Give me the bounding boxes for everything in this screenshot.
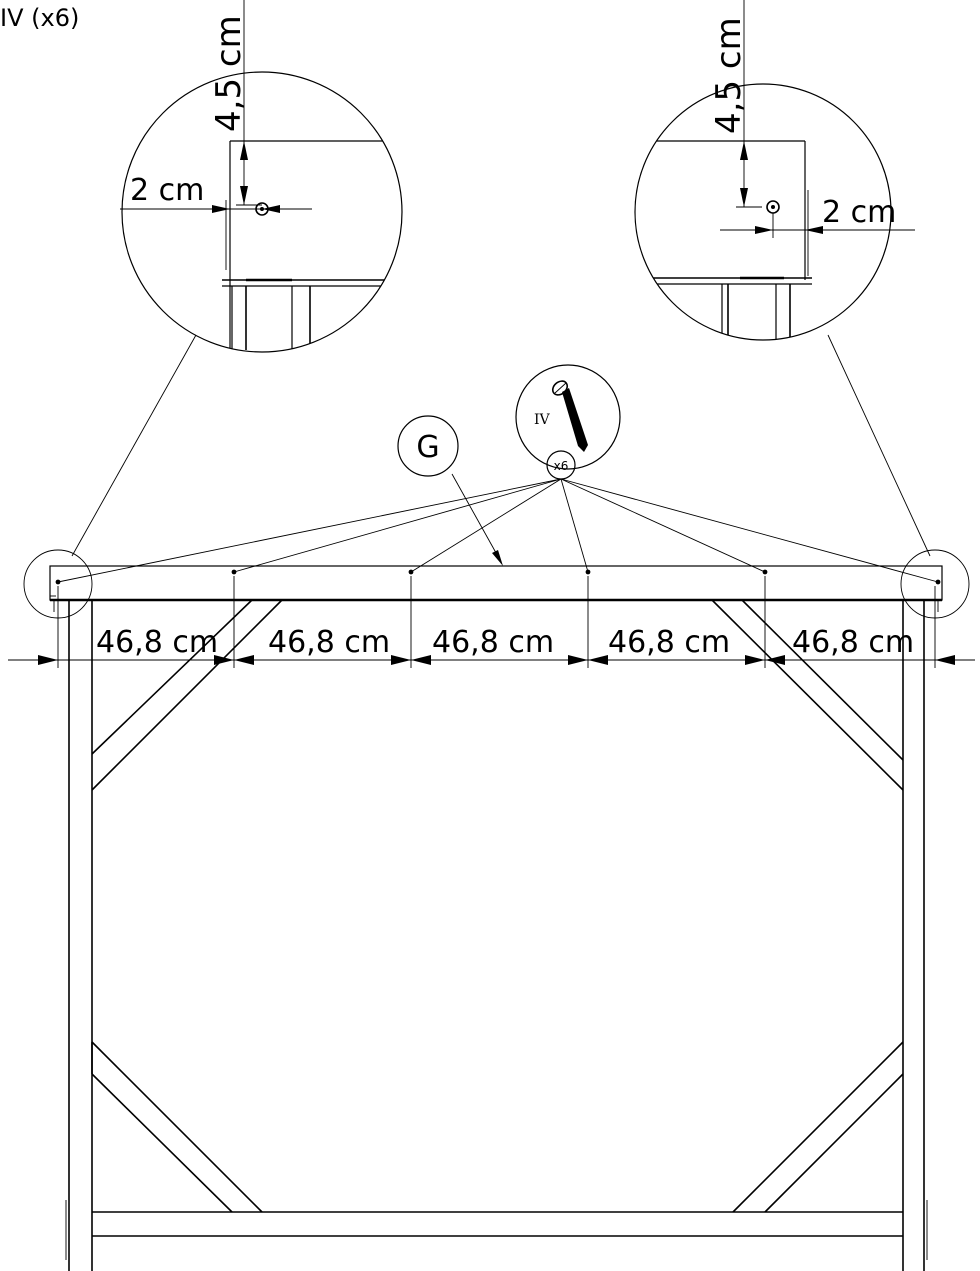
detail-left-vertical-dim: 4,5 cm: [209, 15, 249, 132]
part-label-text: G: [416, 430, 439, 465]
screw-callout-label: IV: [534, 412, 551, 428]
detail-right: 4,5 cm 2 cm: [634, 0, 931, 557]
spacing-label: 46,8 cm: [268, 625, 390, 660]
screw-count-badge: x6: [554, 459, 569, 473]
spacing-label: 46,8 cm: [608, 625, 730, 660]
screw-point: [935, 579, 941, 585]
spacing-label: 46,8 cm: [792, 625, 914, 660]
main-frame: [23, 549, 970, 1271]
screw-point: [55, 579, 61, 585]
screw-point: [762, 569, 768, 575]
spacing-label: 46,8 cm: [96, 625, 218, 660]
screw-callout: IV x6: [57, 364, 939, 583]
spacing-dimensions: 46,8 cm 46,8 cm 46,8 cm 46,8 cm 46,8 cm: [8, 576, 975, 668]
screw-point: [231, 569, 237, 575]
detail-left-circle: [121, 71, 403, 353]
detail-left-horizontal-dim: 2 cm: [130, 173, 204, 208]
part-label-g: G: [397, 415, 503, 566]
screw-icon: [551, 380, 588, 452]
spacing-label: 46,8 cm: [432, 625, 554, 660]
detail-right-horizontal-dim: 2 cm: [822, 195, 896, 230]
detail-right-circle: [634, 83, 892, 341]
detail-left: 4,5 cm 2 cm: [71, 0, 403, 557]
screw-point: [585, 569, 591, 575]
fastener-count-label: IV (x6): [0, 4, 79, 32]
detail-right-vertical-dim: 4,5 cm: [709, 17, 749, 134]
beam-g: [49, 565, 943, 601]
screw-point: [408, 569, 414, 575]
